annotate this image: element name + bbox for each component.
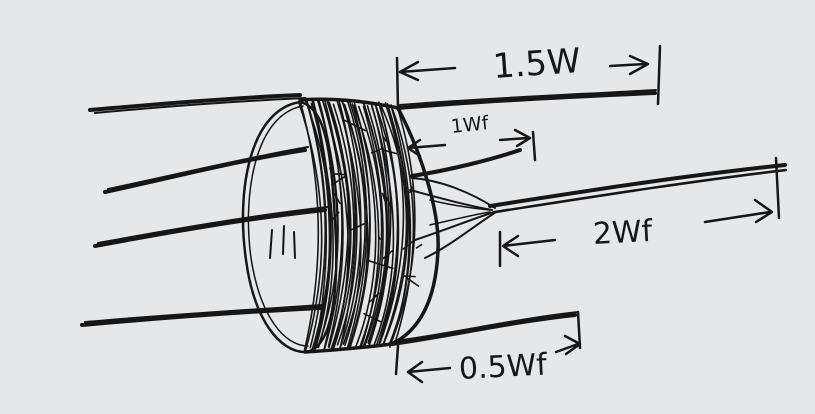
fiber-middle xyxy=(93,208,327,248)
winding-stroke xyxy=(380,105,408,345)
cross-hatch-stroke xyxy=(377,236,381,240)
winding-stroke xyxy=(382,103,409,347)
cross-hatch-stroke xyxy=(415,243,423,249)
fiber-out-bottom xyxy=(390,313,577,346)
cross-hatch-stroke xyxy=(403,275,416,278)
winding-stroke xyxy=(370,105,395,346)
winding-stroke xyxy=(312,98,332,350)
cross-hatch-stroke xyxy=(402,239,416,250)
cross-hatch-stroke xyxy=(385,197,392,208)
fiber-out-top xyxy=(396,91,657,110)
winding-stroke xyxy=(361,105,384,349)
cross-hatch-stroke xyxy=(381,249,394,260)
cross-hatch-stroke xyxy=(381,192,386,202)
cross-hatch-stroke xyxy=(363,312,383,324)
convergence-cone xyxy=(409,177,497,259)
cross-hatch-stroke xyxy=(368,260,394,270)
cross-hatch-stroke xyxy=(329,211,340,224)
fiber-bottom xyxy=(80,306,322,327)
winding-stroke xyxy=(317,97,339,351)
cross-hatch-stroke xyxy=(329,167,333,173)
winding-stroke xyxy=(368,103,392,348)
cross-hatch-stroke xyxy=(382,149,400,156)
cross-hatch-stroke xyxy=(344,119,367,132)
fiber-out-converged xyxy=(488,163,787,208)
fiber-out-mid xyxy=(410,148,522,178)
label-2wf: 2Wf xyxy=(592,213,654,252)
winding-stroke xyxy=(390,104,415,346)
winding-stroke xyxy=(379,102,405,343)
output-fibers xyxy=(390,89,788,346)
cross-hatch-stroke xyxy=(333,193,341,205)
cross-hatch-stroke xyxy=(351,223,365,231)
dimension-markers xyxy=(394,44,781,384)
cross-hatch-stroke xyxy=(370,148,382,154)
cross-hatch-stroke xyxy=(382,136,387,142)
winding-stroke xyxy=(389,106,416,347)
winding-stroke xyxy=(357,105,383,349)
winding-stroke xyxy=(297,101,323,353)
fiber-upper xyxy=(103,148,307,194)
label-0-5wf: 0.5Wf xyxy=(458,347,548,387)
cross-hatch-stroke xyxy=(405,276,420,287)
cross-hatch-stroke xyxy=(334,173,346,176)
winding-stroke xyxy=(326,100,352,352)
label-1wf: 1Wf xyxy=(449,112,490,138)
spool-winding-hatching xyxy=(297,96,423,354)
input-fibers xyxy=(80,93,329,327)
winding-stroke xyxy=(348,99,371,349)
cross-hatch-stroke xyxy=(369,292,380,303)
winding-stroke xyxy=(386,103,411,348)
label-1-5w: 1.5W xyxy=(491,40,582,87)
fiber-top xyxy=(88,93,302,112)
cross-hatch-stroke xyxy=(330,175,346,186)
winding-stroke xyxy=(339,99,362,348)
